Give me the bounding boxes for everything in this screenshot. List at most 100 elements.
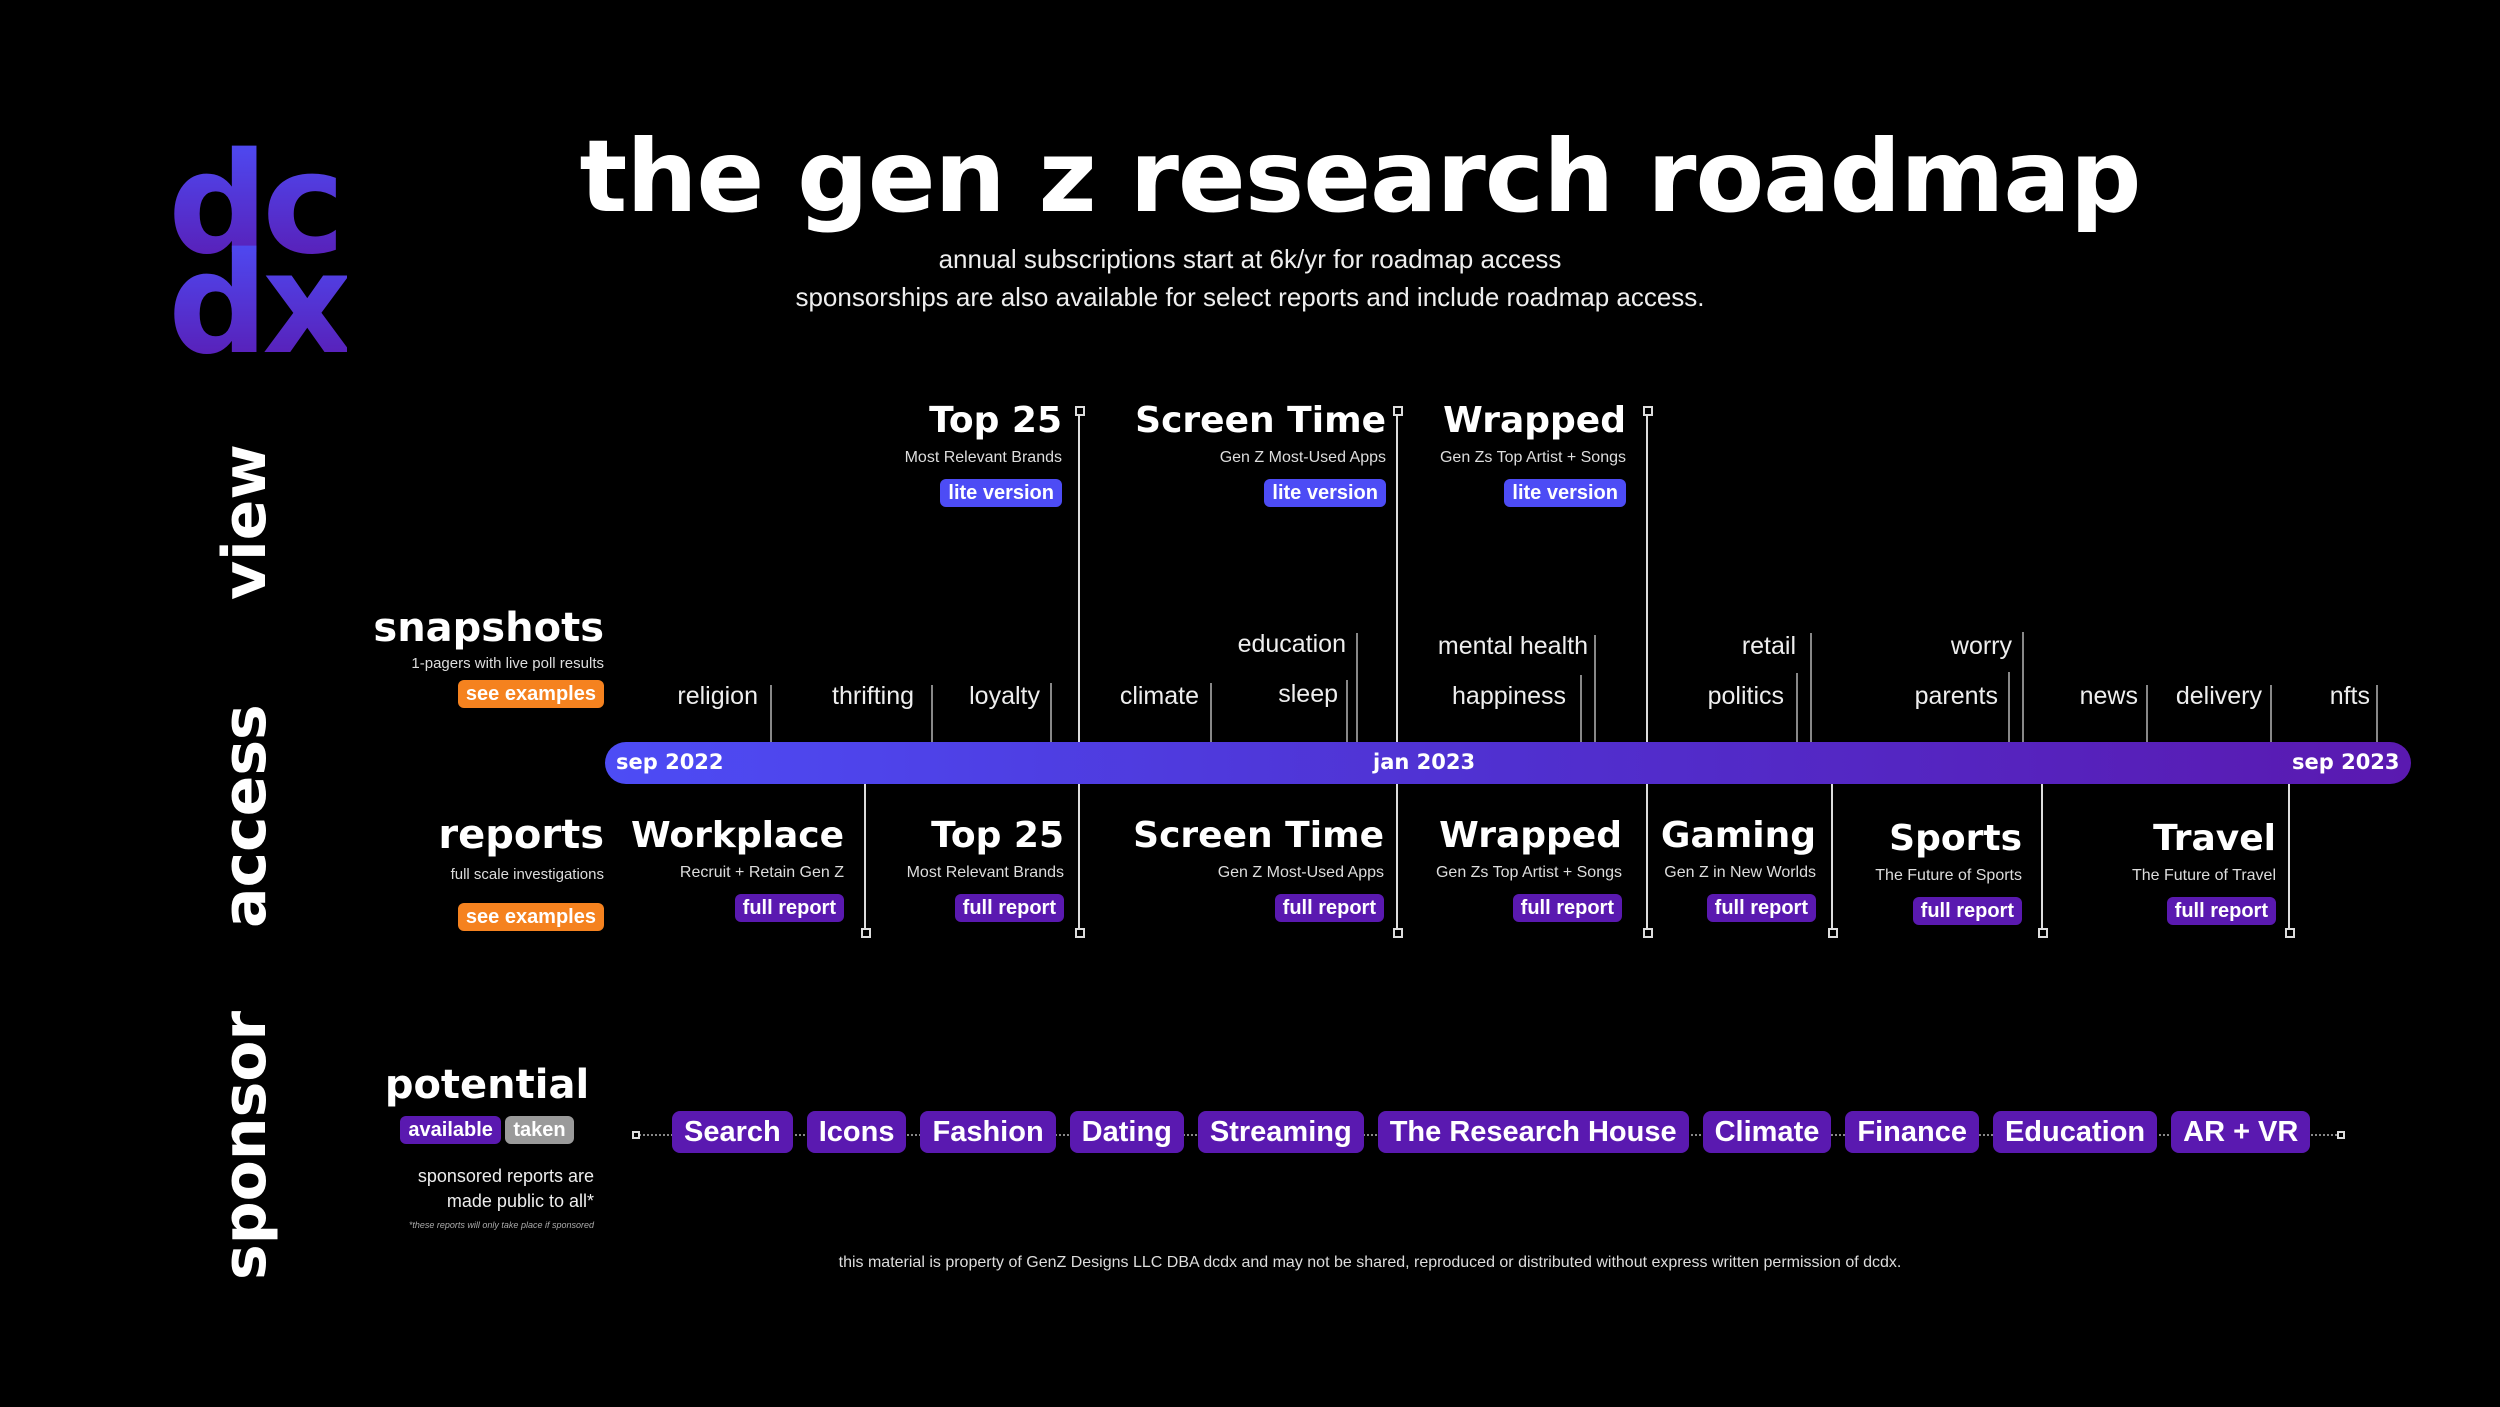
connector-line [864,784,866,932]
report-desc: Most Relevant Brands [906,864,1064,881]
reports-see-examples-button[interactable]: see examples [457,903,604,931]
legend-available: available [400,1116,501,1144]
sponsor-chip-climate[interactable]: Climate [1702,1111,1832,1153]
lite-version-button[interactable]: lite version [1264,479,1386,507]
reports-title: reports [438,812,604,858]
full-report-top25: Top 25 Most Relevant Brands full report [907,815,1064,922]
connector-end [1075,928,1085,938]
tick [2008,672,2010,742]
report-title: Top 25 [929,400,1062,441]
sponsor-chip-dating[interactable]: Dating [1069,1111,1184,1153]
tick [1594,635,1596,742]
connector-end [2285,928,2295,938]
lite-report-screen-time: Screen Time Gen Z Most-Used Apps lite ve… [1135,400,1386,507]
report-title: Screen Time [1133,815,1384,856]
full-report-button[interactable]: full report [2166,897,2276,925]
logo-line-2: dx [168,223,353,386]
full-report-button[interactable]: full report [1706,894,1816,922]
report-title: Sports [1889,818,2022,859]
connector-line [2041,784,2043,932]
topic-delivery: delivery [2175,682,2262,710]
connector-end [1643,928,1653,938]
side-label-sponsor: sponsor [210,1010,280,1280]
sponsor-chip-icons[interactable]: Icons [806,1111,907,1153]
connector-end [2337,1131,2345,1139]
tick [770,685,772,742]
report-desc: Gen Zs Top Artist + Songs [1435,864,1622,881]
page-title: the gen z research roadmap [579,118,2142,235]
topic-politics: politics [1707,682,1784,710]
full-report-button[interactable]: full report [954,894,1064,922]
topic-nfts: nfts [2329,682,2370,710]
potential-desc-line-1: sponsored reports are [417,1166,594,1186]
topic-loyalty: loyalty [969,682,1040,710]
full-report-button[interactable]: full report [1512,894,1622,922]
topic-education: education [1237,630,1346,658]
connector-line [2288,784,2290,932]
sponsor-chip-streaming[interactable]: Streaming [1197,1111,1364,1153]
topic-religion: religion [677,682,758,710]
report-title: Travel [2153,818,2276,859]
snapshots-title: snapshots [373,605,604,651]
timeline-end-label: sep 2023 [2292,750,2400,774]
potential-section: potential available taken [380,1062,594,1144]
tick [1796,673,1798,742]
sponsor-chip-finance[interactable]: Finance [1845,1111,1979,1153]
report-title: Top 25 [931,815,1064,856]
connector-line [1646,784,1648,932]
full-report-button[interactable]: full report [1912,897,2022,925]
timeline-bar [605,742,2411,784]
tick [1050,683,1052,742]
potential-desc: sponsored reports are made public to all… [380,1166,594,1230]
connector-line [1078,410,1080,742]
sponsor-chip-fashion[interactable]: Fashion [920,1111,1056,1153]
lite-version-button[interactable]: lite version [940,479,1062,507]
report-desc: Most Relevant Brands [904,449,1062,466]
full-report-travel: Travel The Future of Travel full report [2132,818,2276,925]
report-title: Gaming [1660,815,1816,856]
lite-report-wrapped: Wrapped Gen Zs Top Artist + Songs lite v… [1440,400,1626,507]
tick [931,685,933,742]
sponsor-chip-education[interactable]: Education [1992,1111,2158,1153]
report-desc: Gen Z in New Worlds [1664,864,1816,881]
connector-end [861,928,871,938]
lite-report-top25: Top 25 Most Relevant Brands lite version [905,400,1062,507]
report-desc: Recruit + Retain Gen Z [679,864,844,881]
sponsor-chip-ar-vr[interactable]: AR + VR [2171,1111,2311,1153]
timeline-mid-label: jan 2023 [1373,750,1476,774]
connector-line [1831,784,1833,932]
topic-worry: worry [1950,632,2012,660]
tick [1356,633,1358,742]
report-desc: The Future of Sports [1875,867,2022,884]
topic-mental-health: mental health [1437,632,1588,660]
subtitle-line-2: sponsorships are also available for sele… [795,282,1705,312]
topic-happiness: happiness [1452,682,1566,710]
full-report-button[interactable]: full report [734,894,844,922]
side-label-view: view [210,444,280,600]
connector-end [2038,928,2048,938]
subtitle-line-1: annual subscriptions start at 6k/yr for … [938,244,1562,274]
side-label-access: access [210,704,280,928]
timeline-start-label: sep 2022 [616,750,724,774]
report-desc: Gen Z Most-Used Apps [1217,864,1384,881]
snapshots-see-examples-button[interactable]: see examples [457,680,604,708]
connector-line [1078,784,1080,932]
sponsor-chip-research-house[interactable]: The Research House [1377,1111,1689,1153]
tick [1346,680,1348,742]
tick [2146,685,2148,742]
full-report-button[interactable]: full report [1274,894,1384,922]
report-desc: The Future of Travel [2131,867,2276,884]
sponsor-chip-search[interactable]: Search [672,1111,793,1153]
logo-line-1: dc [168,123,345,286]
tick [2376,685,2378,742]
connector-end [1075,406,1085,416]
report-title: Wrapped [1439,815,1622,856]
report-desc: Gen Zs Top Artist + Songs [1439,449,1626,466]
topic-parents: parents [1914,682,1998,710]
legend-taken: taken [505,1116,574,1144]
topic-climate: climate [1119,682,1199,710]
lite-version-button[interactable]: lite version [1504,479,1626,507]
reports-section: reports full scale investigations see ex… [340,812,604,931]
tick [2270,685,2272,742]
topic-news: news [2079,682,2138,710]
